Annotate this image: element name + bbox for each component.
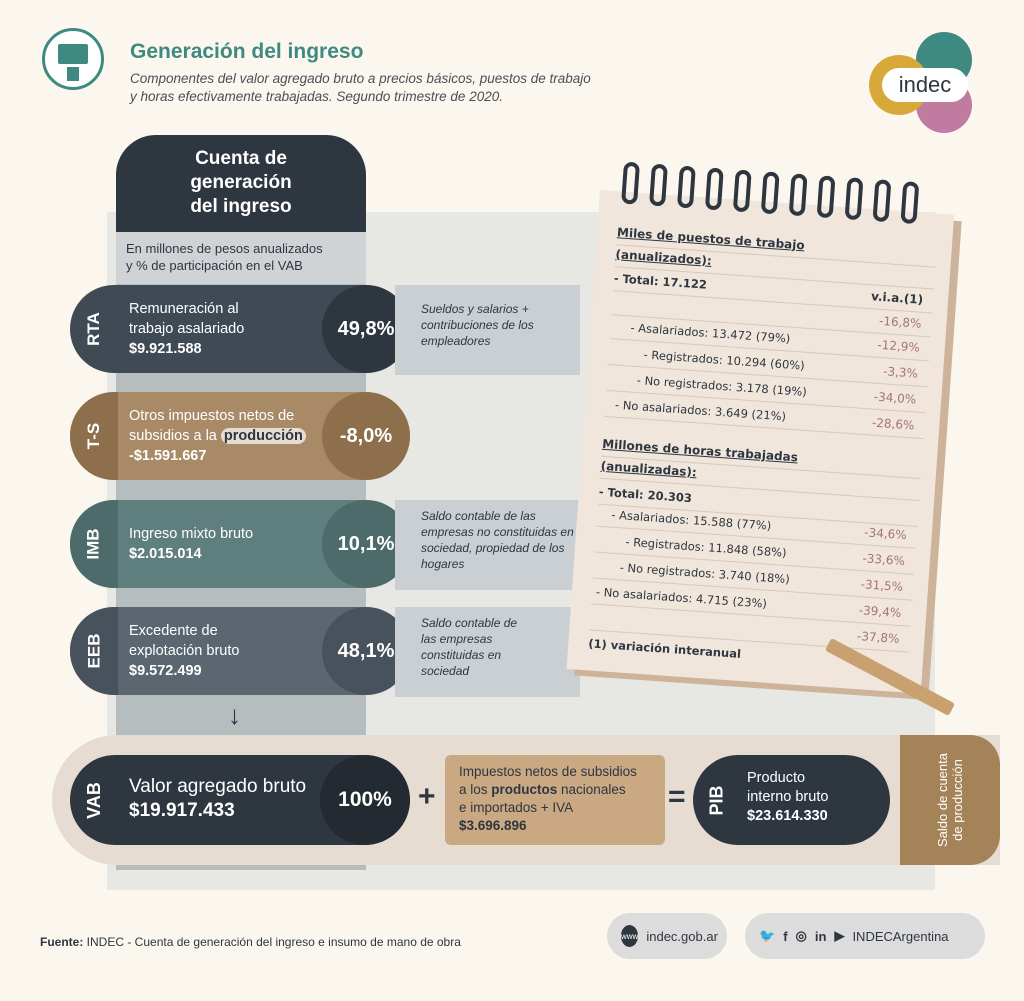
source-text: Fuente: INDEC - Cuenta de generación del… — [40, 935, 461, 949]
instagram-icon[interactable]: ◎ — [795, 928, 807, 943]
vab-pill: VAB Valor agregado bruto$19.917.433 100% — [70, 755, 410, 845]
indec-logo: indec — [869, 32, 972, 133]
globe-icon: www — [621, 925, 639, 947]
row-imb: IMB Ingreso mixto bruto$2.015.014 10,1% — [70, 500, 410, 588]
saldo-label: Saldo de cuenta de producción — [900, 735, 1000, 865]
youtube-icon[interactable]: ▶ — [834, 928, 845, 943]
plus-sign: + — [418, 780, 436, 813]
envelope-up-icon — [42, 28, 104, 90]
svg-text:indec: indec — [899, 72, 952, 97]
row-pct: -8,0% — [322, 392, 410, 480]
note-imb: Saldo contable de las empresas no consti… — [395, 500, 580, 590]
facebook-icon[interactable]: f — [783, 928, 788, 944]
notebook: Miles de puestos de trabajo (anualizados… — [566, 161, 955, 694]
row-tag: RTA — [84, 312, 103, 346]
linkedin-icon[interactable]: in — [814, 928, 827, 944]
page-title: Generación del ingreso — [130, 40, 364, 63]
page-subtitle: Componentes del valor agregado bruto a p… — [130, 71, 591, 104]
social-links[interactable]: 🐦f◎in▶INDECArgentina — [745, 913, 985, 959]
arrow-down-icon: ↓ — [228, 700, 241, 730]
note-rta: Sueldos y salarios + contribuciones de l… — [395, 285, 580, 375]
equals-sign: = — [668, 780, 686, 813]
note-eeb: Saldo contable de las empresas constitui… — [395, 607, 580, 697]
twitter-icon[interactable]: 🐦 — [759, 928, 776, 943]
